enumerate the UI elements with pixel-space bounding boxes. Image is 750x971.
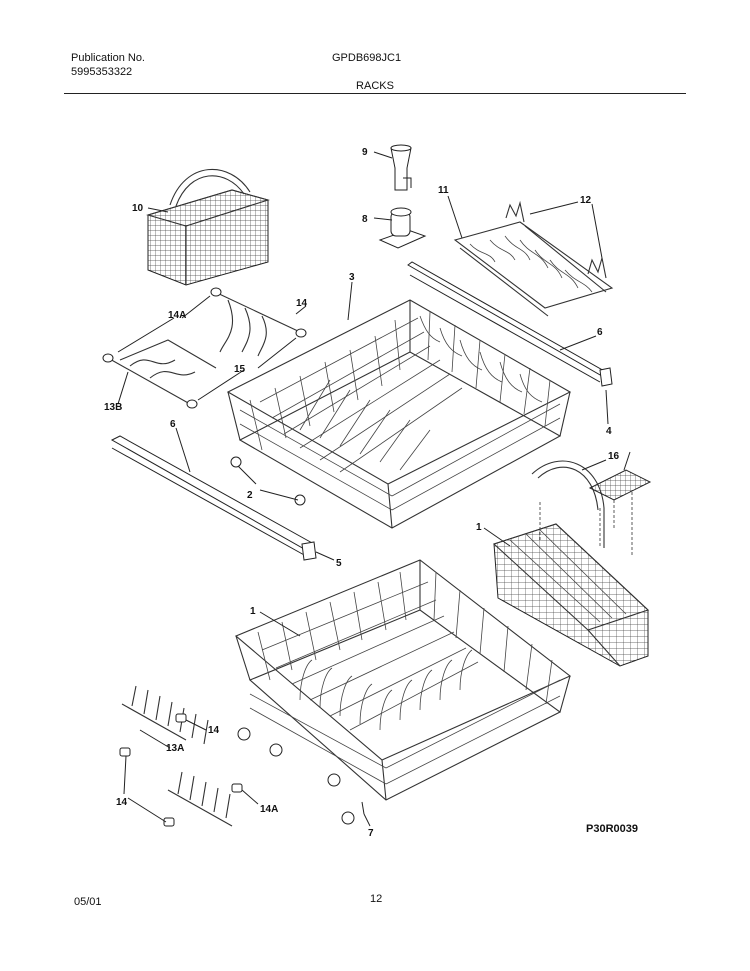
callouts: 9 8 10 11 12 3 14 14A 15 13B 6 4 6 2 5 1…	[104, 147, 631, 839]
callout-14-c: 14A	[260, 804, 278, 815]
part-9-tine-clip	[390, 144, 412, 191]
callout-6-left: 6	[170, 419, 176, 430]
part-8-wheel-mount	[378, 207, 427, 249]
part-6-rail-left	[110, 435, 317, 561]
part-2-cutlery-basket	[492, 502, 650, 667]
part-10-silverware-basket	[146, 169, 270, 286]
publication-number: 5995353322	[71, 66, 133, 78]
callout-8: 8	[362, 214, 368, 225]
callout-5-left: 5	[336, 558, 342, 569]
callout-14-a: 14	[208, 725, 220, 736]
model-number: GPDB698JC1	[332, 52, 402, 64]
callout-7: 7	[368, 828, 374, 839]
callout-1: 1	[250, 606, 256, 617]
part-11-cup-shelf	[453, 221, 614, 317]
publication-label: Publication No.	[71, 52, 145, 64]
callout-14-b: 14	[116, 797, 128, 808]
part-12-shelf-clips	[505, 200, 607, 279]
callout-10: 10	[132, 203, 144, 214]
callout-3: 3	[349, 272, 355, 283]
callout-14A-upper: 14A	[168, 310, 186, 321]
callout-2: 1	[476, 522, 482, 533]
callout-5-right: 4	[606, 426, 612, 437]
callout-6-right: 6	[597, 327, 603, 338]
callout-13: 13A	[166, 743, 184, 754]
callout-12: 12	[580, 195, 592, 206]
part-1-lower-rack	[234, 559, 572, 801]
part-13A-tine-row	[102, 339, 217, 409]
part-3-upper-rack	[226, 299, 572, 529]
part-15-basket-handle	[531, 460, 605, 548]
part-4-rollers-upper	[230, 456, 306, 506]
footer-date: 05/01	[74, 896, 102, 908]
part-16-basket-lid	[588, 469, 652, 556]
callout-4: 2	[247, 490, 253, 501]
part-6-rail-right	[407, 261, 613, 387]
callout-14A-lower: 15	[234, 364, 246, 375]
part-14-clips	[119, 713, 243, 827]
part-13-tine-rows	[121, 685, 233, 827]
callout-13B: 14	[296, 298, 308, 309]
diagram-code: P30R0039	[586, 823, 638, 835]
part-7-rollers-lower	[237, 727, 365, 825]
callout-13A: 13B	[104, 402, 122, 413]
part-13B-tine-row	[210, 287, 307, 357]
section-title: RACKS	[356, 80, 394, 92]
header-rule	[64, 93, 686, 94]
callout-15: 16	[608, 451, 620, 462]
callout-11: 11	[438, 185, 449, 196]
callout-9: 9	[362, 147, 368, 158]
page-number: 12	[370, 893, 383, 905]
